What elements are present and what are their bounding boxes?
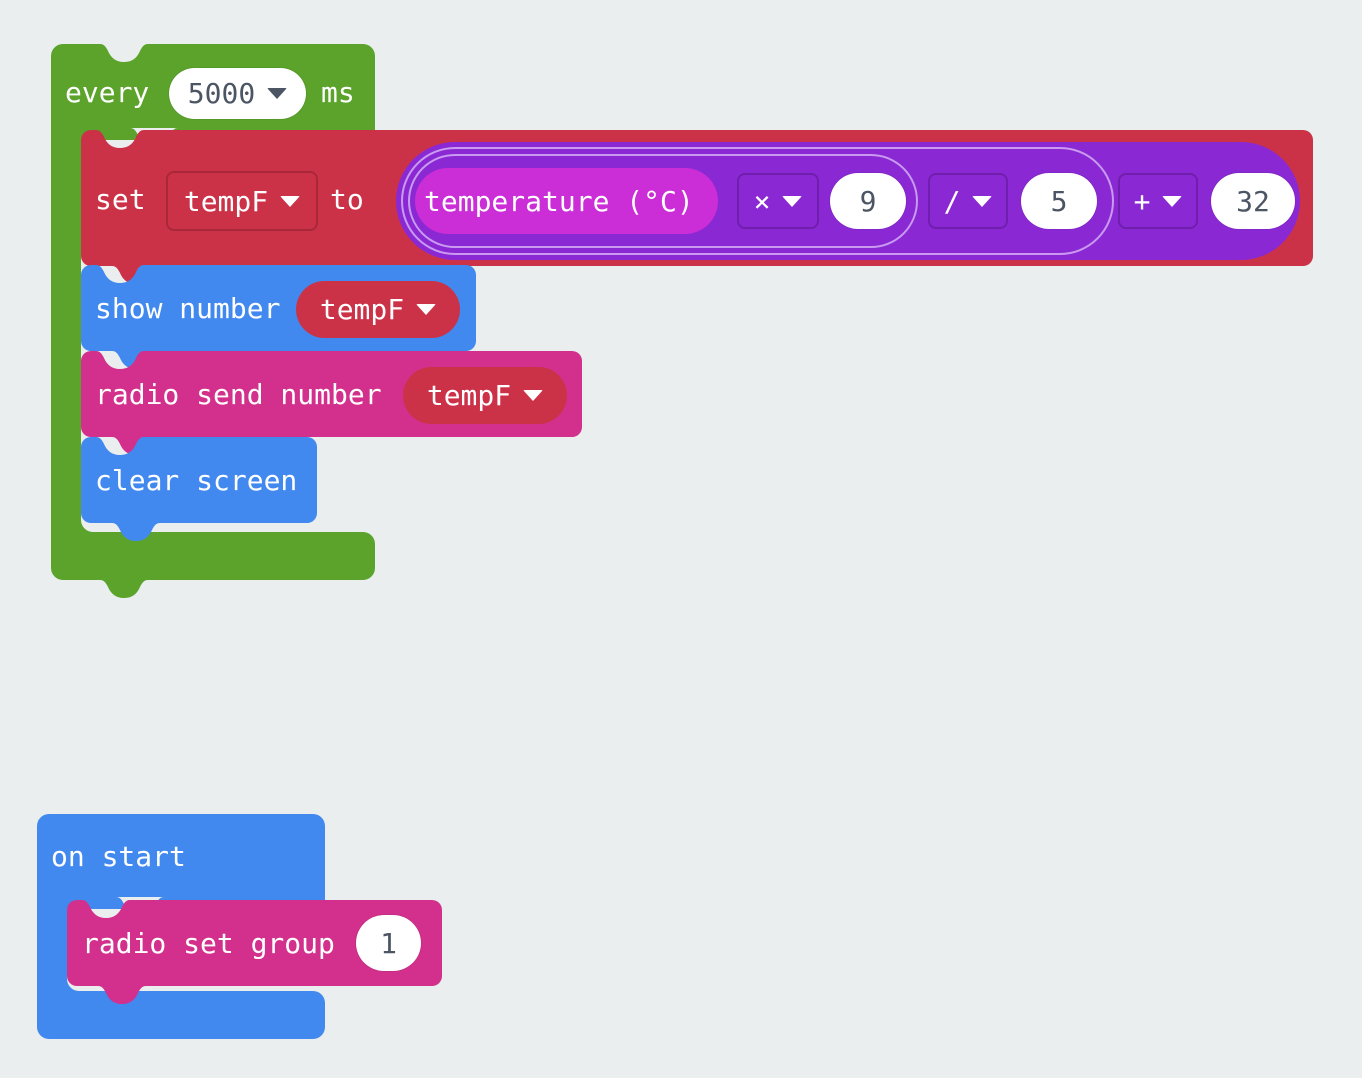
radio-send-number-label: radio send number [95,378,382,411]
variable-name: tempF [319,293,405,326]
interval-value: 5000 [187,77,256,110]
chevron-down-icon [523,390,544,401]
number-field-9[interactable]: 9 [830,173,906,229]
clear-screen-shape [81,437,317,541]
variable-pill-tempf-radio[interactable]: tempF [403,367,567,424]
clear-screen-block[interactable] [0,0,1362,580]
chevron-down-icon [416,304,437,315]
ms-label: ms [321,76,355,109]
number-field-5[interactable]: 5 [1021,173,1097,229]
group-number-field[interactable]: 1 [356,915,421,971]
on-start-label: on start [51,840,186,873]
operator-symbol: + [1133,184,1151,218]
chevron-down-icon [1162,195,1183,207]
operator-symbol: × [753,184,771,218]
operator-dropdown-add[interactable]: + [1118,173,1198,229]
radio-set-group-label: radio set group [82,927,335,960]
number-value: 9 [859,184,877,218]
variable-pill-tempf-show[interactable]: tempF [296,281,460,338]
clear-screen-label: clear screen [95,464,298,497]
group-value: 1 [380,926,397,960]
variable-name: tempF [183,184,269,218]
chevron-down-icon [267,88,288,99]
operator-symbol: / [943,184,961,218]
chevron-down-icon [280,195,301,207]
number-value: 32 [1236,184,1270,218]
interval-dropdown[interactable]: 5000 [169,68,306,119]
number-field-32[interactable]: 32 [1211,173,1295,229]
temperature-reporter-label[interactable]: temperature (°C) [424,185,694,218]
chevron-down-icon [972,195,993,207]
variable-name: tempF [426,379,512,412]
show-number-label: show number [95,292,281,325]
chevron-down-icon [782,195,803,207]
every-label: every [65,76,150,109]
operator-dropdown-divide[interactable]: / [928,173,1008,229]
set-label: set [95,183,146,216]
operator-dropdown-multiply[interactable]: × [737,173,819,229]
number-value: 5 [1050,184,1068,218]
variable-dropdown-tempf[interactable]: tempF [166,171,318,231]
to-label: to [330,183,364,216]
